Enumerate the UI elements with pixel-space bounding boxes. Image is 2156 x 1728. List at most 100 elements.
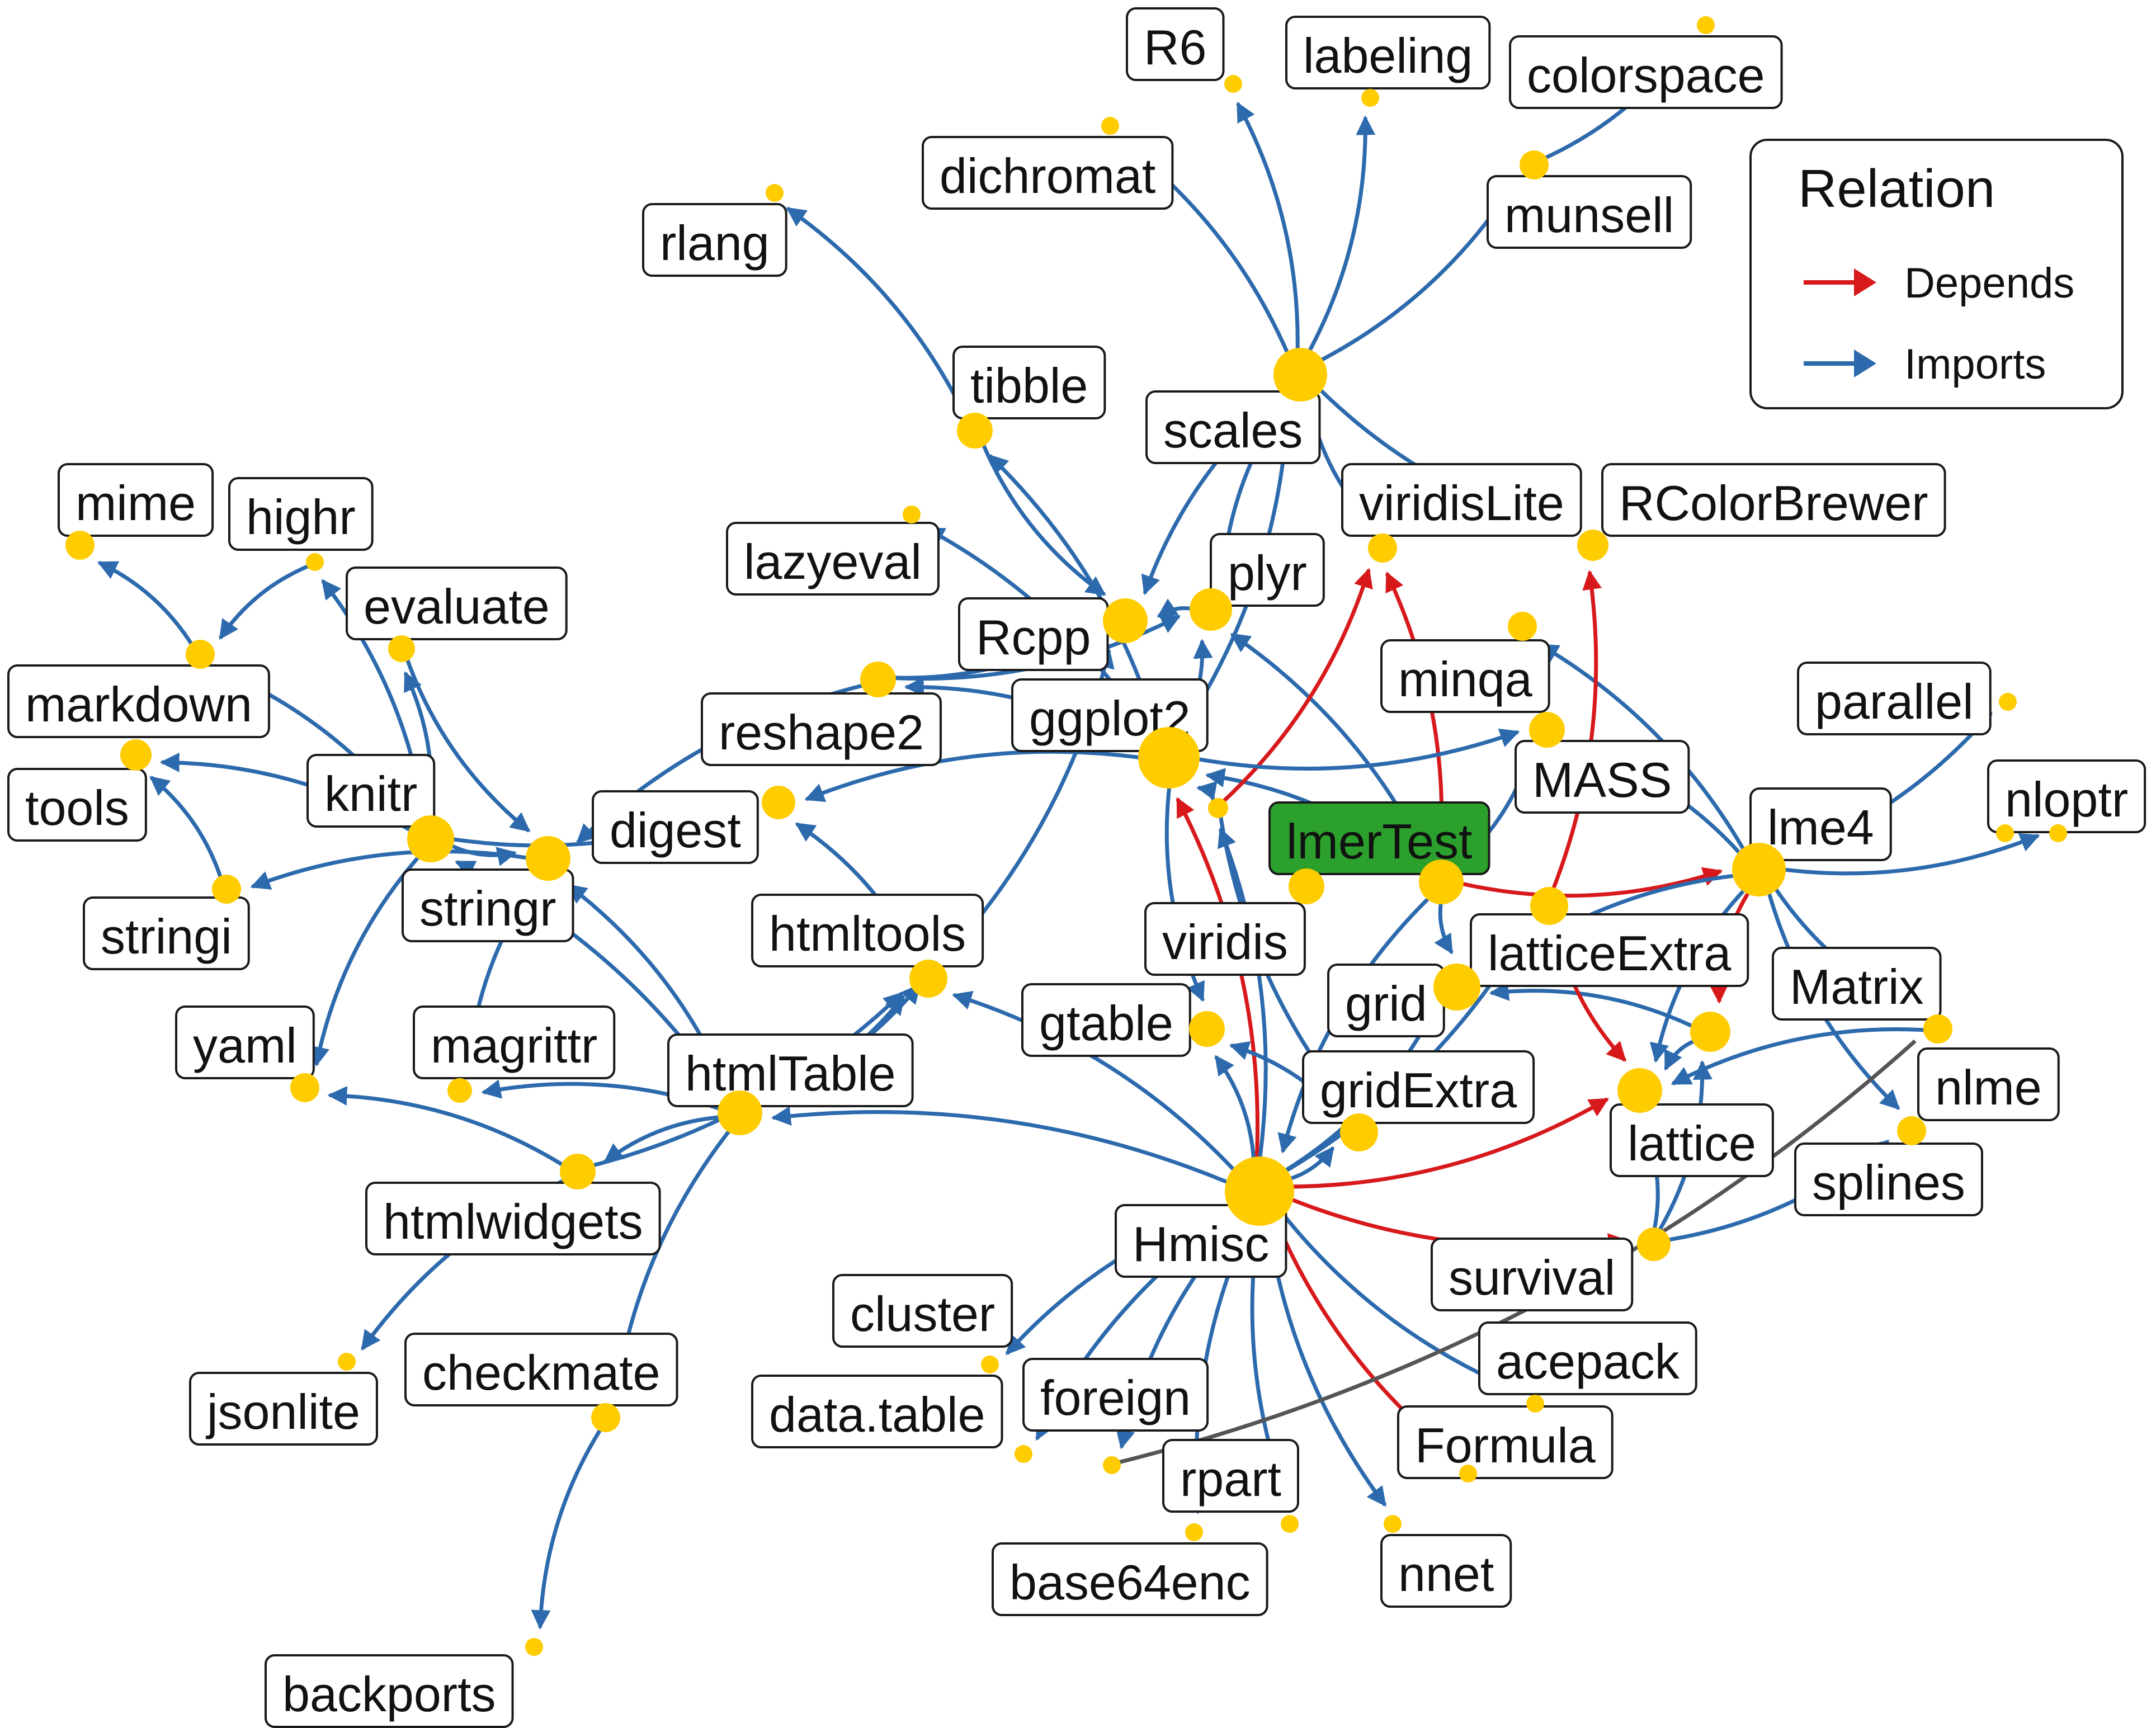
node-dot-methods (1289, 868, 1324, 904)
node-dot-knitr (407, 815, 454, 862)
node-dot-nlme (1923, 1014, 1952, 1044)
node-label-parallel: parallel (1797, 662, 1992, 735)
edge-highr-to-markdown (218, 563, 313, 640)
node-dot-backports (525, 1638, 543, 1656)
node-label-digest: digest (592, 790, 759, 864)
node-label-mime: mime (58, 463, 214, 537)
edge-Hmisc-to-viridis (1218, 827, 1268, 1174)
node-label-box-magrittr (413, 1005, 616, 1079)
node-label-box-RColorBrewer (1601, 463, 1946, 537)
node-label-box-Hmisc (1115, 1204, 1287, 1278)
node-label-text-survival: survival (1449, 1250, 1615, 1305)
node-dot-acepack (1526, 1395, 1544, 1413)
node-label-text-viridis: viridis (1162, 914, 1288, 970)
edge-tibble-to-Rcpp (978, 437, 1106, 596)
node-label-box-reshape2 (701, 692, 942, 766)
edge-markdown-to-mime (97, 560, 197, 651)
edge-checkmate-to-backports (531, 1423, 606, 1630)
node-label-text-backports: backports (282, 1666, 496, 1722)
node-label-box-cluster (832, 1274, 1013, 1348)
node-label-text-lme4: lme4 (1767, 800, 1874, 855)
node-label-evaluate: evaluate (346, 566, 568, 640)
node-dot-viridis (1208, 798, 1228, 818)
node-dot-R6 (1224, 75, 1242, 93)
node-label-htmltools: htmltools (751, 894, 984, 967)
node-label-labeling: labeling (1285, 16, 1491, 89)
node-label-cluster: cluster (832, 1274, 1013, 1348)
edge-stringi-to-tools (149, 776, 225, 884)
node-label-backports: backports (265, 1654, 514, 1728)
edge-Hmisc-to-ggplot2 (1176, 797, 1259, 1174)
node-dot-ggplot2 (1138, 727, 1200, 789)
node-label-box-markdown (7, 664, 270, 738)
node-label-box-jsonlite (189, 1372, 378, 1446)
edge-ggplot2-to-digest (804, 749, 1154, 802)
node-label-text-tibble: tibble (970, 358, 1088, 413)
edge-lme4-to-nloptr (1772, 833, 2040, 876)
node-dot-stringi (212, 875, 241, 904)
node-dot-RColorBrewer (1577, 530, 1608, 561)
legend-frame (1749, 139, 2124, 409)
node-dot-splines (1897, 1116, 1926, 1145)
edge-tibble-to-rlang (786, 206, 971, 425)
node-label-plyr: plyr (1210, 533, 1325, 607)
node-label-text-nloptr: nloptr (2005, 772, 2128, 827)
node-dot-yaml (290, 1073, 319, 1102)
node-label-box-Formula (1397, 1405, 1614, 1479)
node-label-box-yaml (175, 1005, 315, 1079)
node-dot-numDeriv (1996, 824, 2014, 842)
node-label-nnet: nnet (1380, 1534, 1512, 1608)
node-label-checkmate: checkmate (404, 1333, 678, 1406)
node-label-highr: highr (228, 477, 374, 551)
node-label-box-htmlwidgets (365, 1182, 661, 1255)
node-dot-parallel (1999, 693, 2017, 711)
node-dot-foreign (1103, 1456, 1121, 1474)
node-label-lmerTest: lmerTest (1268, 801, 1490, 875)
node-label-stringi: stringi (83, 896, 250, 970)
node-label-rpart: rpart (1162, 1439, 1299, 1513)
node-dot-lmerTest (1419, 860, 1464, 904)
node-label-text-acepack: acepack (1496, 1334, 1680, 1389)
node-label-splines: splines (1794, 1142, 1983, 1216)
node-dot-gridExtra (1340, 1113, 1378, 1151)
edge-Hmisc-to-htmltools (952, 990, 1247, 1183)
node-label-text-lattice: lattice (1627, 1116, 1756, 1171)
node-label-viridis: viridis (1144, 902, 1306, 976)
node-label-box-stringi (83, 896, 250, 970)
node-label-text-nlme: nlme (1935, 1060, 2042, 1115)
node-label-box-dichromat (922, 136, 1174, 210)
node-label-text-markdown: markdown (25, 677, 252, 732)
node-label-viridisLite: viridisLite (1341, 463, 1582, 537)
node-label-box-viridisLite (1341, 463, 1582, 537)
node-label-text-digest: digest (610, 802, 741, 858)
node-label-htmlTable: htmlTable (667, 1033, 914, 1107)
node-dot-tibble (957, 413, 993, 448)
node-label-box-survival (1431, 1238, 1634, 1311)
node-label-text-magrittr: magrittr (431, 1018, 597, 1073)
node-label-data.table: data.table (751, 1375, 1003, 1448)
node-label-box-tools (7, 768, 147, 842)
node-label-box-parallel (1797, 662, 1992, 735)
node-dot-htmltools (909, 960, 947, 998)
node-label-text-viridisLite: viridisLite (1359, 475, 1564, 531)
node-label-box-Matrix (1772, 947, 1942, 1021)
node-label-text-stringr: stringr (419, 881, 556, 936)
node-label-munsell: munsell (1487, 175, 1692, 249)
edge-lmerTest-to-lme4 (1452, 867, 1723, 898)
legend-item-depends: Depends (1804, 259, 2074, 307)
node-label-box-gtable (1021, 983, 1191, 1057)
legend: Relation Depends Imports (1749, 139, 2124, 409)
node-label-text-scales: scales (1163, 403, 1303, 458)
node-label-box-minqa (1380, 639, 1550, 713)
node-label-acepack: acepack (1478, 1321, 1697, 1395)
node-label-magrittr: magrittr (413, 1005, 616, 1079)
node-dot-latticeExtra (1530, 887, 1568, 925)
legend-imports-label: Imports (1904, 341, 2046, 388)
node-label-Rcpp: Rcpp (958, 597, 1109, 671)
node-dot-plyr (1190, 588, 1232, 631)
node-dot-scales (1273, 348, 1327, 402)
node-label-box-nlme (1917, 1047, 2060, 1121)
node-label-rlang: rlang (642, 203, 787, 277)
node-label-text-jsonlite: jsonlite (205, 1384, 360, 1439)
node-label-text-R6: R6 (1144, 20, 1207, 75)
